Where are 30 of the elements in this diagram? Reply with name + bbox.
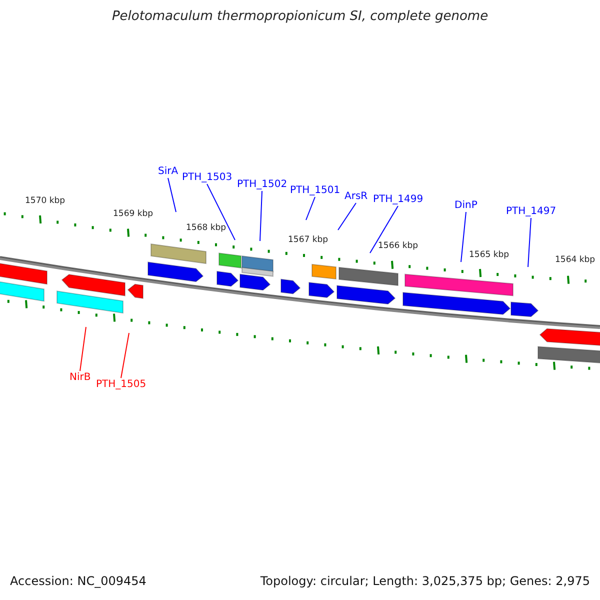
gene-label: PTH_1503 xyxy=(182,171,232,184)
gene-label: SirA xyxy=(158,165,178,178)
leader-line xyxy=(528,218,532,268)
scale-label: 1565 kbp xyxy=(469,249,510,262)
title: Pelotomaculum thermopropionicum SI, complete genome xyxy=(110,10,490,23)
gene-label: PTH_1499 xyxy=(373,193,424,206)
gene-label: PTH_1502 xyxy=(237,178,288,191)
scale-label: 1567 kbp xyxy=(288,234,328,247)
accession-text: Accession: NC_009454 xyxy=(10,575,146,588)
gene-label: PTH_1505 xyxy=(96,378,146,391)
leader-line xyxy=(80,326,86,372)
leader-line xyxy=(370,206,398,254)
gene-label: NirB xyxy=(70,371,91,384)
scale-label: 1564 kbp xyxy=(555,254,596,267)
leader-line xyxy=(338,202,356,230)
gene-label: ArsR xyxy=(344,190,368,203)
gene-label: DinP xyxy=(454,199,478,212)
leader-line xyxy=(460,212,466,262)
leader-line xyxy=(260,190,262,242)
scale-label: 1570 kbp xyxy=(25,195,66,208)
leader-line xyxy=(168,178,176,212)
scale-label: 1566 kbp xyxy=(378,240,418,253)
gene-label: PTH_1501 xyxy=(290,184,340,197)
leader-line xyxy=(206,184,236,240)
scale-label: 1569 kbp xyxy=(113,208,154,221)
gene-label: PTH_1497 xyxy=(506,205,556,218)
genome-info-text: Topology: circular; Length: 3,025,375 bp; Genes: 2,975 xyxy=(260,575,590,588)
leader-line xyxy=(306,196,316,220)
scale-label: 1568 kbp xyxy=(186,222,226,235)
leader-line xyxy=(120,332,130,378)
